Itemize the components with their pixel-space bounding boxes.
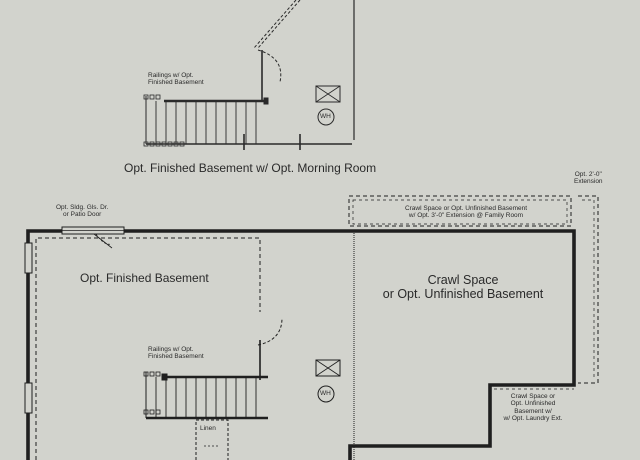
lower-water-heater [317,385,335,403]
upper-caption: Opt. Finished Basement w/ Opt. Morning R… [124,161,377,175]
upper-wh-label: WH [320,113,331,120]
lower-outer-wall [26,229,576,460]
upper-diagonal-dashed [253,0,297,49]
lower-railings-label: Railings w/ Opt. Finished Basement [148,346,204,361]
lower-door-swing [257,317,283,346]
crawl-space-label: Crawl Space or Opt. Unfinished Basement [382,273,544,302]
lower-wh-label: WH [320,390,331,397]
two-foot-extension [578,195,599,384]
lower-plan [24,195,599,460]
linen-closet [195,419,229,460]
upper-furnace [315,85,341,103]
laundry-extension-label: Crawl Space or Opt. Unfinished Basement … [503,393,563,423]
lower-furnace [315,359,341,377]
finished-basement-label: Opt. Finished Basement [80,271,209,285]
upper-water-heater [317,108,335,126]
upper-railings-label: Railings w/ Opt. Finished Basement [148,72,204,87]
finished-basement-outline [35,237,261,460]
linen-label: Linen [200,425,216,432]
upper-plan [143,0,355,150]
family-room-extension-label: Crawl Space or Opt. Unfinished Basement … [404,205,528,220]
extension-label: Opt. 2'-0" Extension [574,171,603,186]
patio-door-label: Opt. Sldg. Gls. Dr. or Patio Door [56,204,109,219]
upper-door-swing [257,49,282,83]
